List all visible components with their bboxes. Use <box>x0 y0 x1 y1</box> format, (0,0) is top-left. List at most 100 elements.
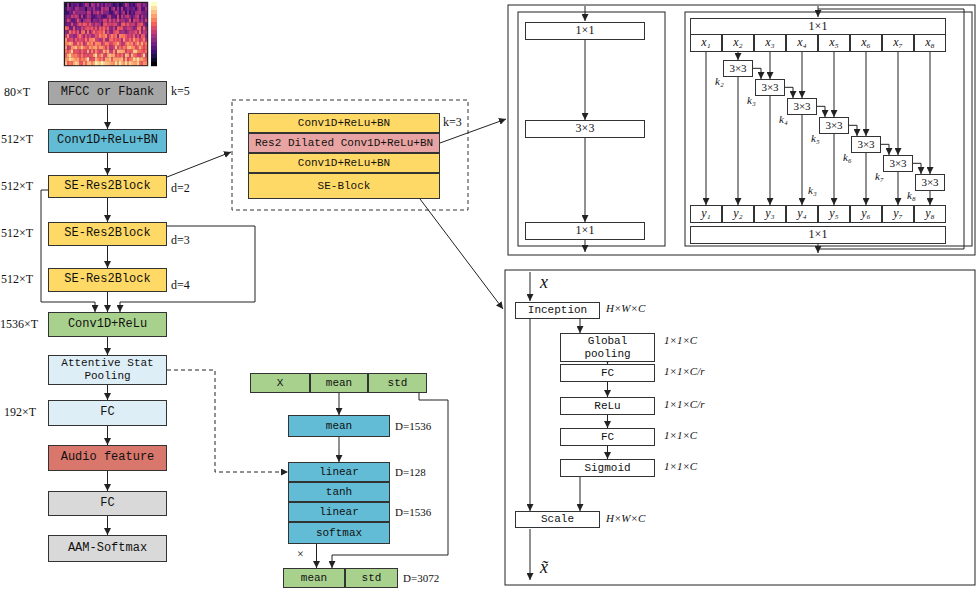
spectrogram-cell <box>71 50 73 54</box>
spectrogram-cell <box>81 42 83 46</box>
spectrogram-cell <box>121 34 123 38</box>
spectrogram-cell <box>75 53 77 57</box>
flow-arrow <box>580 477 581 511</box>
flow-arrow <box>834 134 835 205</box>
spectrogram-cell <box>113 34 115 38</box>
spectrogram-cell <box>101 38 103 42</box>
flow-arrow <box>107 292 108 312</box>
spectrogram-cell <box>67 26 69 30</box>
spectrogram-cell <box>97 42 99 46</box>
spectrogram-cell <box>107 22 109 26</box>
spectrogram-cell <box>97 11 99 15</box>
box-label: Conv1D+ReLu+BN <box>249 117 439 130</box>
spectrogram-cell <box>139 30 141 34</box>
spectrogram-cell <box>87 19 89 23</box>
box-label: mean <box>311 377 367 390</box>
spectrogram-cell <box>99 7 101 11</box>
colorbar-cell <box>151 62 157 66</box>
spectrogram-cell <box>131 50 133 54</box>
flow-arrow <box>866 52 867 136</box>
spectrogram-cell <box>141 50 143 54</box>
spectrogram-cell <box>65 57 67 61</box>
spectrogram-cell <box>71 57 73 61</box>
process-box: std <box>345 568 398 588</box>
spectrogram-cell <box>127 53 129 57</box>
spectrogram-cell <box>89 50 91 54</box>
spectrogram-cell <box>101 57 103 61</box>
spectrogram-cell <box>125 38 127 42</box>
spectrogram-cell <box>75 15 77 19</box>
spectrogram-cell <box>125 61 127 65</box>
spectrogram-cell <box>103 42 105 46</box>
spectrogram-cell <box>67 57 69 61</box>
spectrogram-cell <box>103 15 105 19</box>
spectrogram-cell <box>125 19 127 23</box>
spectrogram-cell <box>89 7 91 11</box>
spectrogram-cell <box>127 42 129 46</box>
process-box: 3×3 <box>787 98 817 115</box>
spectrogram-cell <box>117 53 119 57</box>
spectrogram-cell <box>115 38 117 42</box>
spectrogram-cell <box>107 42 109 46</box>
spectrogram-cell <box>145 38 147 42</box>
box-label: SE-Block <box>249 180 439 193</box>
residual-line <box>818 9 964 249</box>
spectrogram-cell <box>95 22 97 26</box>
spectrogram-cell <box>107 19 109 23</box>
spectrogram-cell <box>77 26 79 30</box>
box-label: Global pooling <box>561 335 654 360</box>
box-label: y₄ <box>787 207 817 221</box>
spectrogram-cell <box>127 30 129 34</box>
spectrogram-cell <box>97 30 99 34</box>
box-label: AAM-Softmax <box>49 542 166 556</box>
process-box: y₂ <box>722 205 754 223</box>
spectrogram-cell <box>67 30 69 34</box>
box-label: MFCC or Fbank <box>49 86 166 100</box>
annotation-label: 1536×T <box>0 318 38 332</box>
box-label: Attentive Stat Pooling <box>49 357 166 382</box>
spectrogram-cell <box>101 11 103 15</box>
spectrogram-cell <box>123 38 125 42</box>
spectrogram-cell <box>89 38 91 42</box>
spectrogram-cell <box>71 42 73 46</box>
spectrogram-cell <box>73 50 75 54</box>
spectrogram-cell <box>117 61 119 65</box>
spectrogram-cell <box>143 42 145 46</box>
box-label: std <box>346 572 397 585</box>
spectrogram-cell <box>75 22 77 26</box>
panel-frame <box>518 12 665 246</box>
spectrogram-cell <box>125 53 127 57</box>
spectrogram-cell <box>135 30 137 34</box>
spectrogram-cell <box>77 19 79 23</box>
spectrogram-cell <box>105 61 107 65</box>
spectrogram-cell <box>93 3 95 7</box>
flow-arrow <box>930 52 931 174</box>
spectrogram-cell <box>109 15 111 19</box>
spectrogram-cell <box>115 22 117 26</box>
spectrogram-cell <box>81 3 83 7</box>
spectrogram-cell <box>87 53 89 57</box>
spectrogram-cell <box>99 15 101 19</box>
annotation-label: 512×T <box>1 227 33 241</box>
process-box: Attentive Stat Pooling <box>48 355 167 385</box>
spectrogram-cell <box>65 61 67 65</box>
spectrogram-cell <box>121 7 123 11</box>
spectrogram-cell <box>105 38 107 42</box>
spectrogram-cell <box>119 11 121 15</box>
flow-arrow <box>107 153 108 175</box>
spectrogram-cell <box>119 61 121 65</box>
spectrogram-cell <box>95 26 97 30</box>
box-label: x₆ <box>851 36 881 50</box>
spectrogram-cell <box>87 50 89 54</box>
annotation-label: 512×T <box>1 180 33 194</box>
spectrogram-cell <box>111 61 113 65</box>
spectrogram-cell <box>87 3 89 7</box>
spectrogram-cell <box>93 22 95 26</box>
spectrogram-cell <box>77 57 79 61</box>
spectrogram-cell <box>141 42 143 46</box>
spectrogram-cell <box>115 11 117 15</box>
spectrogram-cell <box>113 30 115 34</box>
spectrogram-cell <box>103 11 105 15</box>
spectrogram-cell <box>137 26 139 30</box>
spectrogram-cell <box>105 34 107 38</box>
